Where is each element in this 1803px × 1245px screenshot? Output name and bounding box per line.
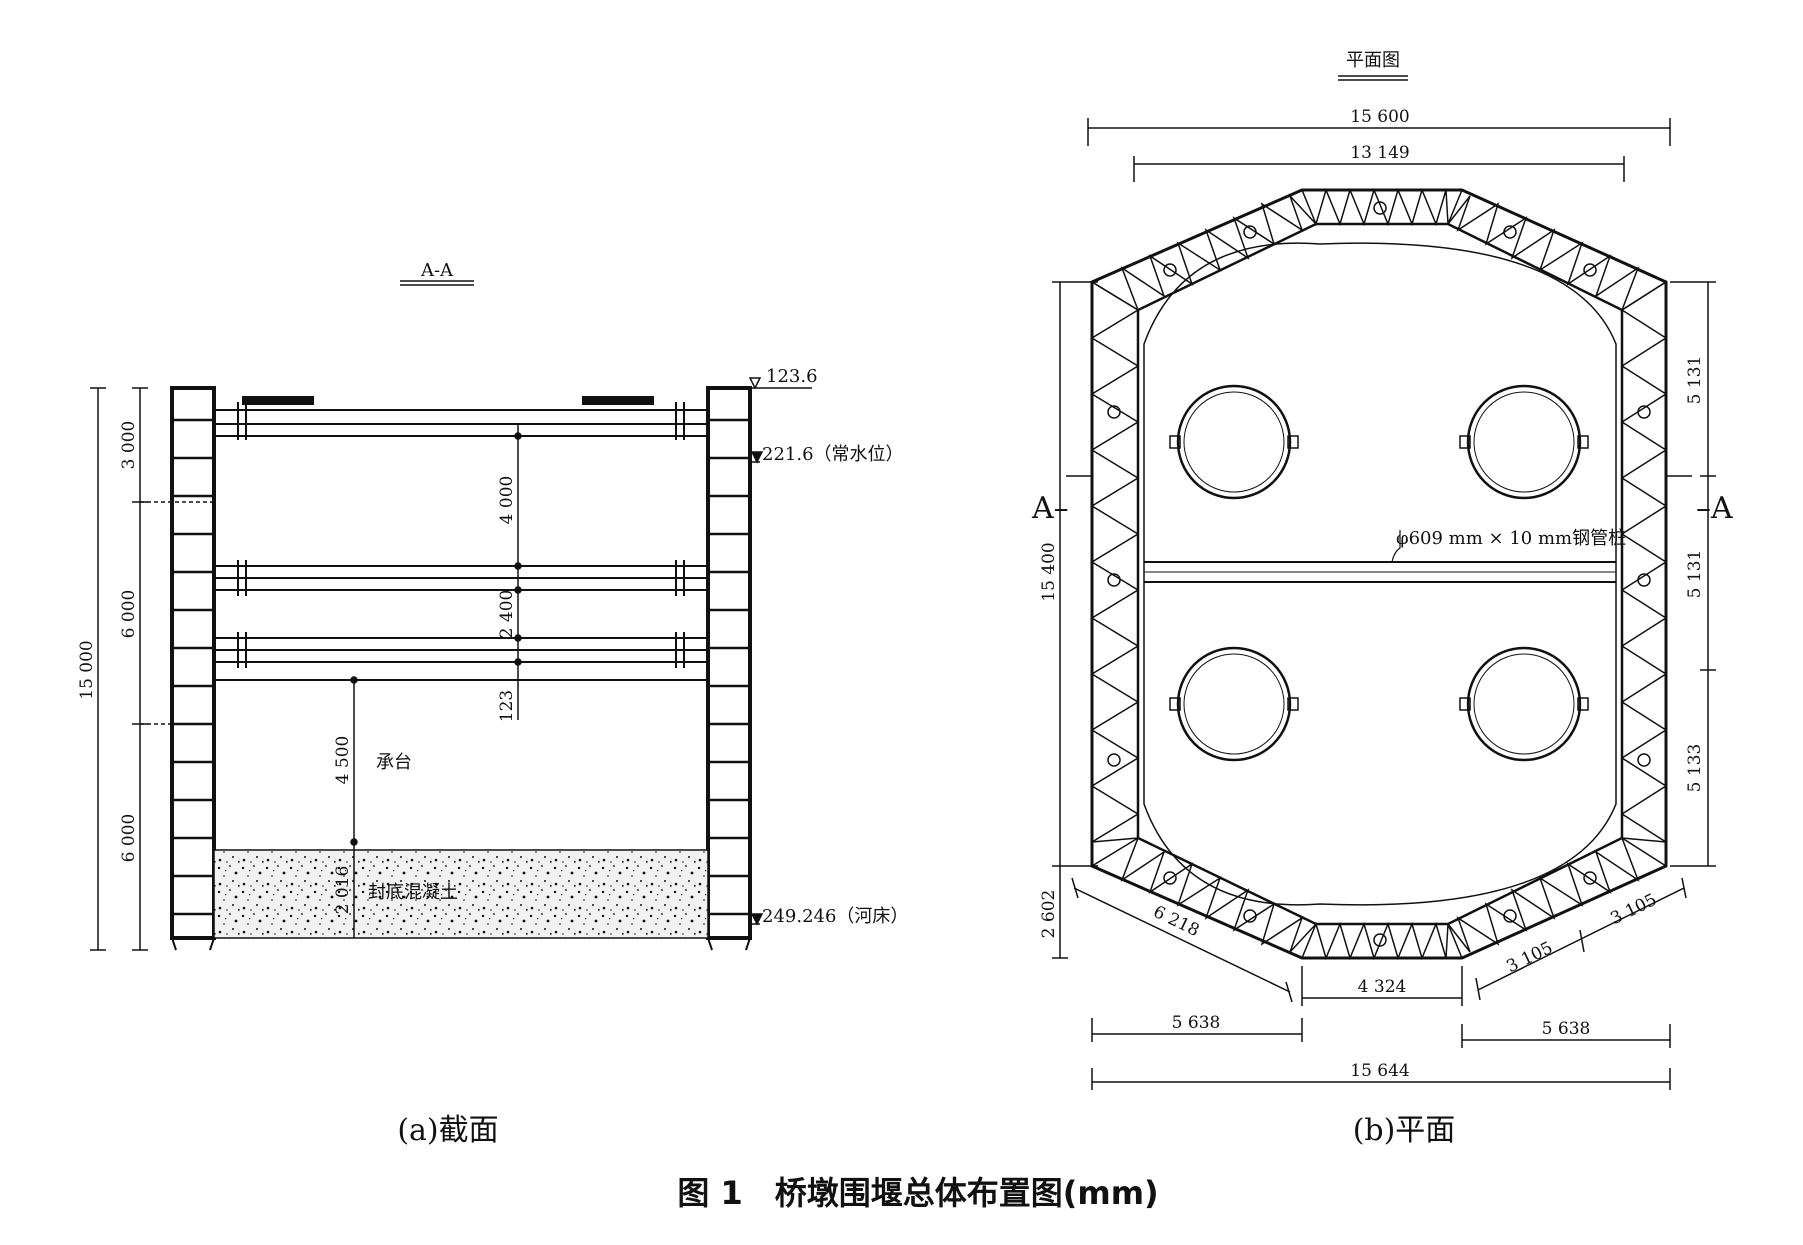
dim-2016: 2 016 <box>333 866 353 915</box>
dim-6000-lower: 6 000 <box>119 814 139 863</box>
caption-section: (a)截面 <box>397 1113 498 1148</box>
label-seal-concrete: 封底混凝土 <box>368 882 458 903</box>
seal-concrete-fill <box>213 849 709 939</box>
left-sheet-pile-wall <box>170 386 216 940</box>
caption-plan: (b)平面 <box>1353 1113 1456 1148</box>
label-pile-cap: 承台 <box>376 752 412 773</box>
dim-bottom-right-length: 5 638 <box>1542 1019 1591 1039</box>
dim-4000: 4 000 <box>497 476 517 525</box>
top-plate-right <box>582 396 654 405</box>
steel-pipe-piles <box>1169 384 1589 762</box>
dim-bottom-left-vertical: 2 602 <box>1039 890 1059 939</box>
dim-diagonal-right-a: 3 105 <box>1504 938 1557 977</box>
cofferdam-outer-outline <box>1090 188 1668 960</box>
section-view <box>90 280 812 951</box>
dim-3000: 3 000 <box>119 421 139 470</box>
dim-total-height: 15 000 <box>77 640 97 699</box>
dim-4500: 4 500 <box>333 736 353 785</box>
dim-right-2: 5 131 <box>1685 550 1705 599</box>
inner-chamber-outline <box>1143 242 1617 906</box>
bracing-level-3 <box>214 632 708 681</box>
elevation-water-level: 221.6（常水位） <box>762 444 904 465</box>
section-mark-left: A– <box>1031 491 1069 526</box>
dim-bottom-total: 15 644 <box>1350 1061 1409 1081</box>
elevation-top: 123.6 <box>766 366 818 387</box>
dim-top-outer: 15 600 <box>1350 107 1409 127</box>
dim-center-bottom: 4 324 <box>1358 977 1407 997</box>
dim-right-3: 5 133 <box>1685 744 1705 793</box>
bracing-level-2 <box>214 560 708 596</box>
figure-caption: 图 1 桥墩围堰总体布置图(mm) <box>677 1174 1158 1212</box>
dim-6000-upper: 6 000 <box>119 590 139 639</box>
section-title: A-A <box>420 260 454 281</box>
dim-top-inner: 13 149 <box>1350 143 1409 163</box>
dim-height: 15 400 <box>1039 542 1059 601</box>
top-plate-left <box>242 396 314 405</box>
dim-2400: 2 400 <box>497 590 517 639</box>
section-mark-right: –A <box>1696 491 1733 526</box>
dim-123: 123 <box>497 690 517 722</box>
pile-note: φ609 mm × 10 mm钢管桩 <box>1396 528 1626 549</box>
dim-bottom-left-length: 5 638 <box>1172 1013 1221 1033</box>
dim-diagonal-right-b: 3 105 <box>1608 890 1661 929</box>
elevation-river-bed: 249.246（河床） <box>762 906 908 927</box>
plan-title: 平面图 <box>1346 50 1400 71</box>
dim-right-1: 5 131 <box>1685 356 1705 405</box>
dim-diagonal-left: 6 218 <box>1150 902 1203 941</box>
bracing-level-1 <box>214 402 708 440</box>
plan-view <box>1052 75 1716 1090</box>
cofferdam-inner-outline <box>1136 222 1624 926</box>
right-sheet-pile-wall <box>706 386 752 940</box>
